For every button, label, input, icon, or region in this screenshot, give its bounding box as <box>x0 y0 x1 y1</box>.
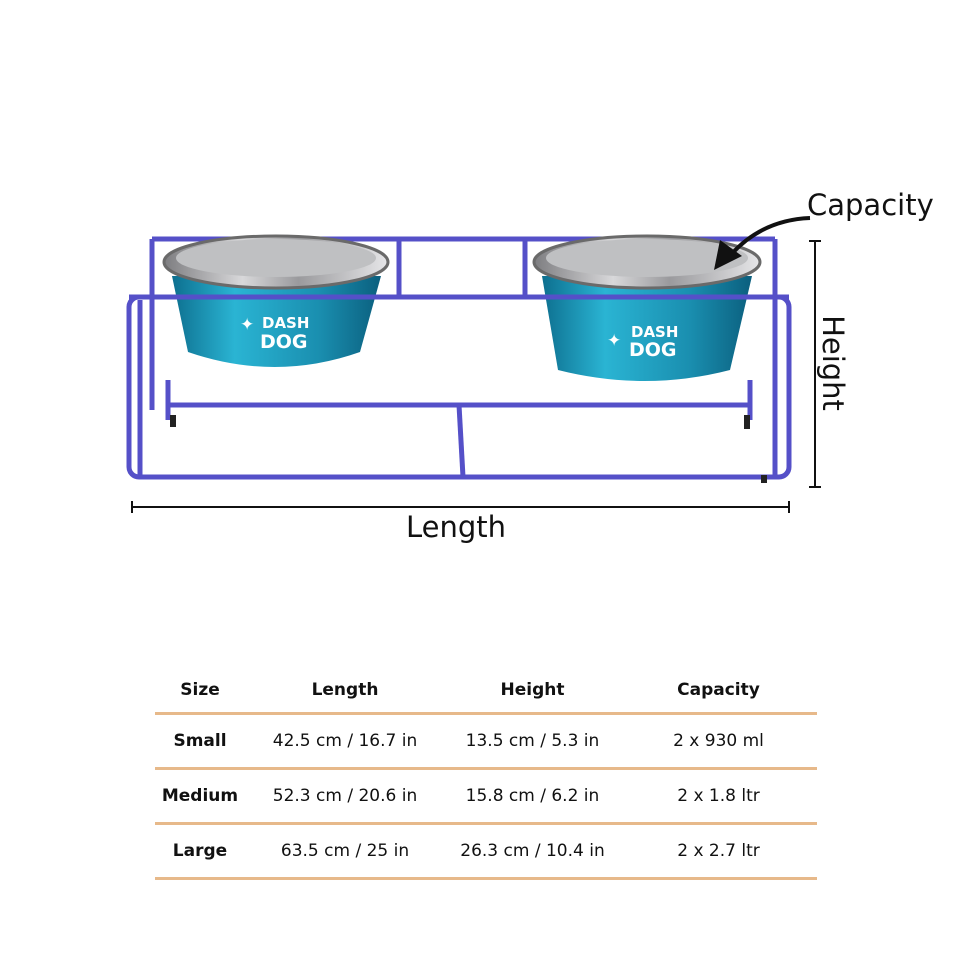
raised-bowl-stand-illustration: ✦ DASH DOG ✦ DASH DOG <box>126 216 821 513</box>
capacity-cell: 2 x 1.8 ltr <box>620 768 817 825</box>
left-bowl-brand: DASH <box>262 314 309 332</box>
length-cell: 52.3 cm / 20.6 in <box>245 768 445 825</box>
left-bowl: ✦ DASH DOG <box>162 234 390 367</box>
length-cell: 42.5 cm / 16.7 in <box>245 713 445 770</box>
frame-feet <box>170 415 767 483</box>
height-cell: 13.5 cm / 5.3 in <box>445 713 620 770</box>
height-dimension-line <box>809 240 821 488</box>
size-specification-table: Size Length Height Capacity Small 42.5 c… <box>155 668 817 880</box>
header-size: Size <box>155 668 245 715</box>
capacity-arrow <box>714 216 811 270</box>
height-label: Height <box>816 315 850 411</box>
header-length: Length <box>245 668 445 715</box>
capacity-label: Capacity <box>807 188 934 222</box>
left-bowl-logo: ✦ <box>240 315 254 335</box>
table-row: Large 63.5 cm / 25 in 26.3 cm / 10.4 in … <box>155 823 817 880</box>
table-header-row: Size Length Height Capacity <box>155 668 817 715</box>
size-cell: Large <box>155 823 245 880</box>
size-cell: Small <box>155 713 245 770</box>
table-row: Small 42.5 cm / 16.7 in 13.5 cm / 5.3 in… <box>155 713 817 770</box>
table-row: Medium 52.3 cm / 20.6 in 15.8 cm / 6.2 i… <box>155 768 817 825</box>
height-cell: 15.8 cm / 6.2 in <box>445 768 620 825</box>
header-height: Height <box>445 668 620 715</box>
svg-text:DOG: DOG <box>629 339 677 361</box>
frame-front <box>126 294 792 480</box>
right-bowl-logo: ✦ <box>607 331 621 351</box>
header-capacity: Capacity <box>620 668 817 715</box>
right-bowl-brand: DASH <box>631 323 678 341</box>
size-cell: Medium <box>155 768 245 825</box>
product-diagram: ✦ DASH DOG ✦ DASH DOG <box>126 188 934 544</box>
right-bowl: ✦ DASH DOG <box>532 234 762 381</box>
svg-text:DOG: DOG <box>260 331 308 353</box>
capacity-cell: 2 x 2.7 ltr <box>620 823 817 880</box>
capacity-cell: 2 x 930 ml <box>620 713 817 770</box>
length-label: Length <box>406 510 507 544</box>
length-dimension-line <box>131 501 790 513</box>
height-cell: 26.3 cm / 10.4 in <box>445 823 620 880</box>
length-cell: 63.5 cm / 25 in <box>245 823 445 880</box>
